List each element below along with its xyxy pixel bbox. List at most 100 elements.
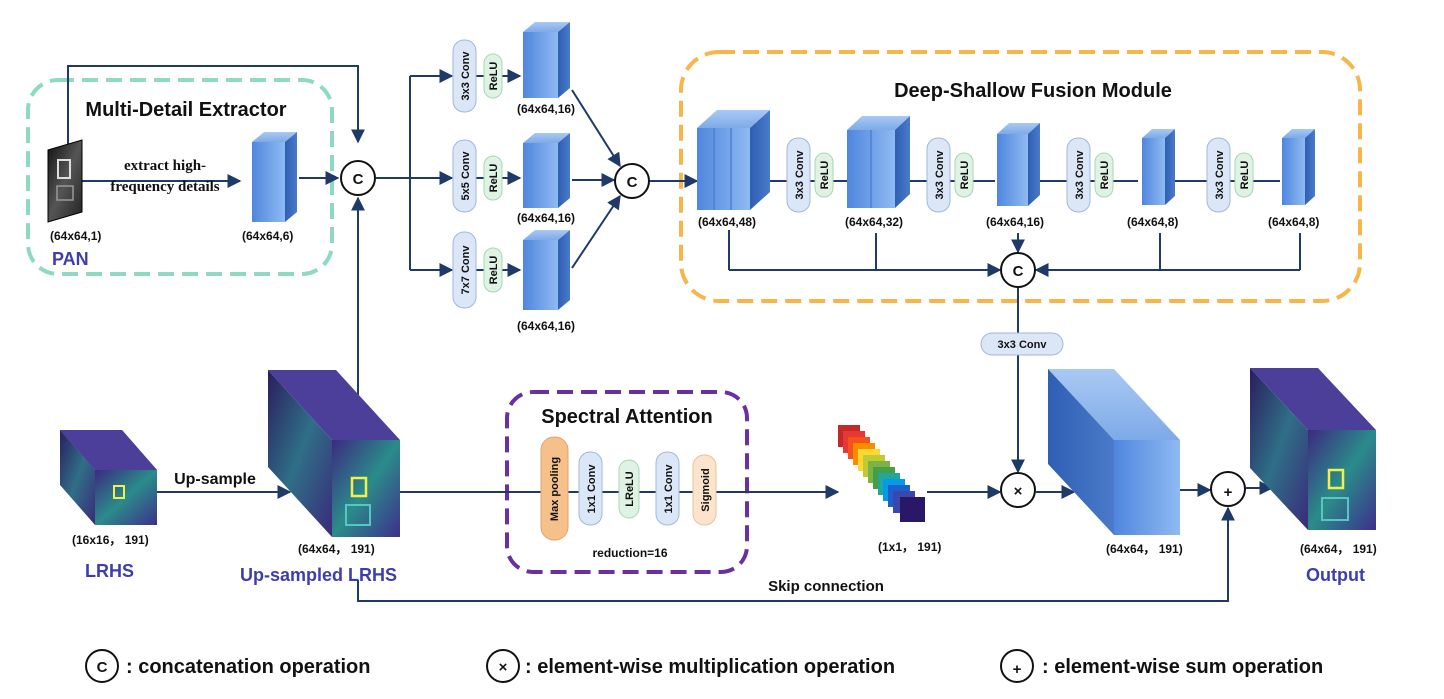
svg-text:C: C: [627, 174, 638, 191]
dsf-block-1: [697, 110, 770, 210]
svg-text:ReLU: ReLU: [1099, 161, 1111, 190]
branch2-relu-pill: [483, 155, 503, 201]
branch3-to-concat-wire: [571, 194, 621, 269]
svg-text:3x3 Conv: 3x3 Conv: [1074, 150, 1086, 200]
lrhs-dims: (16x16， 191): [72, 533, 149, 547]
svg-text:ReLU: ReLU: [488, 62, 500, 91]
pan-image: [47, 139, 83, 223]
sa-maxpool-pill: Max pooling: [540, 436, 569, 541]
branch1-relu-pill: [483, 53, 503, 99]
extract-text-line2: frequency details: [110, 179, 219, 195]
upsampled-label: Up-sampled LRHS: [240, 565, 397, 585]
branch2-dims: (64x64,16): [517, 211, 575, 225]
sa-reduction: reduction=16: [592, 546, 667, 560]
svg-text:3x3 Conv: 3x3 Conv: [934, 150, 946, 200]
pan-dims: (64x64,1): [50, 229, 101, 243]
upsampled-lrhs-cube: [268, 370, 400, 537]
dsf-pills-2: 3x3 Conv ReLU: [926, 137, 974, 213]
dsf-block5-dims: (64x64,8): [1268, 215, 1319, 229]
branch1-dims: (64x64,16): [517, 102, 575, 116]
spectral-attention-title: Spectral Attention: [541, 406, 713, 428]
svg-text:3x3 Conv: 3x3 Conv: [460, 51, 472, 101]
dsf-block1-dims: (64x64,48): [698, 215, 756, 229]
multi-detail-extractor-frame: [26, 78, 334, 276]
weights-dims: (1x1， 191): [878, 540, 941, 554]
mult-op: ×: [1000, 472, 1036, 508]
upsampled-dims: (64x64， 191): [298, 542, 375, 556]
branch3-dims: (64x64,16): [517, 319, 575, 333]
svg-text:Max pooling: Max pooling: [549, 457, 561, 521]
legend-mult: × : element-wise multiplication operatio…: [486, 649, 895, 683]
dsf-block-3: [997, 123, 1040, 206]
deep-shallow-fusion-title: Deep-Shallow Fusion Module: [894, 80, 1172, 102]
extract-text-line1: extract high-: [124, 158, 206, 174]
dsf-block-2: [847, 116, 910, 208]
dsf-block2-dims: (64x64,32): [845, 215, 903, 229]
svg-text:1x1 Conv: 1x1 Conv: [586, 464, 598, 514]
concat-op-3: C: [1000, 252, 1036, 288]
sa-sigmoid-pill: Sigmoid: [692, 454, 717, 526]
skip-connection-wire: [357, 506, 1235, 602]
upsample-text: Up-sample: [174, 471, 256, 488]
svg-text:LReLU: LReLU: [624, 471, 636, 507]
sum-op: +: [1210, 471, 1246, 507]
branch1-conv-pill: [452, 39, 477, 113]
svg-text:5x5 Conv: 5x5 Conv: [460, 151, 472, 201]
legend-sum: + : element-wise sum operation: [1000, 649, 1323, 683]
sa-lrelu-pill: LReLU: [618, 459, 640, 519]
lrhs-label: LRHS: [85, 561, 134, 581]
svg-text:1x1 Conv: 1x1 Conv: [663, 464, 675, 514]
pan-bypass-wire: [67, 65, 365, 150]
legend-sum-text: : element-wise sum operation: [1042, 656, 1323, 678]
svg-text:×: ×: [499, 659, 508, 676]
branch-1: 3x3 Conv ReLU: [452, 22, 570, 113]
svg-text:+: +: [1013, 661, 1022, 678]
product-block: [1048, 369, 1180, 535]
product-dims: (64x64， 191): [1106, 542, 1183, 556]
svg-text:7x7 Conv: 7x7 Conv: [460, 245, 472, 295]
legend-concat: C : concatenation operation: [85, 649, 370, 683]
dsf-pills-1: 3x3 Conv ReLU: [786, 137, 834, 213]
post-conv-pill: 3x3 Conv: [980, 332, 1064, 356]
multi-detail-extractor-title: Multi-Detail Extractor: [85, 99, 286, 121]
svg-text:C: C: [353, 171, 364, 188]
svg-text:3x3 Conv: 3x3 Conv: [998, 339, 1048, 351]
svg-text:ReLU: ReLU: [488, 164, 500, 193]
branch2-conv-pill: [452, 139, 477, 213]
sa-conv2-pill: 1x1 Conv: [655, 451, 680, 526]
dsf-pills-4: 3x3 Conv ReLU: [1206, 137, 1254, 213]
concat-op-2: C: [614, 163, 650, 199]
svg-text:3x3 Conv: 3x3 Conv: [794, 150, 806, 200]
svg-text:C: C: [1013, 263, 1024, 280]
mde-feature-dims: (64x64,6): [242, 229, 293, 243]
concat-op-1: C: [340, 160, 376, 196]
legend-concat-text: : concatenation operation: [126, 656, 370, 678]
dsf-block3-dims: (64x64,16): [986, 215, 1044, 229]
svg-text:+: +: [1224, 484, 1233, 501]
svg-text:ReLU: ReLU: [1239, 161, 1251, 190]
output-label: Output: [1306, 565, 1365, 585]
svg-text:3x3 Conv: 3x3 Conv: [1214, 150, 1226, 200]
dsf-block-5: [1282, 129, 1315, 205]
svg-text:Sigmoid: Sigmoid: [700, 468, 712, 511]
skip-connection-text: Skip connection: [768, 578, 884, 595]
dsf-block-4: [1142, 129, 1175, 205]
sa-conv1-pill: 1x1 Conv: [578, 451, 603, 526]
branch1-to-concat-wire: [571, 89, 621, 168]
pan-label: PAN: [52, 249, 89, 269]
deep-shallow-fusion-frame: [679, 50, 1362, 303]
legend-mult-text: : element-wise multiplication operation: [525, 656, 895, 678]
dsf-block4-dims: (64x64,8): [1127, 215, 1178, 229]
branch-2: 5x5 Conv ReLU: [452, 133, 570, 213]
output-dims: (64x64， 191): [1300, 542, 1377, 556]
dsf-pills-3: 3x3 Conv ReLU: [1066, 137, 1114, 213]
branch3-relu-pill: [483, 247, 503, 293]
svg-text:ReLU: ReLU: [488, 256, 500, 285]
output-cube: [1250, 368, 1376, 530]
mde-feature-block: [252, 132, 297, 222]
branch3-conv-pill: [452, 231, 477, 309]
svg-text:ReLU: ReLU: [959, 161, 971, 190]
lrhs-cube: [60, 430, 157, 525]
svg-text:ReLU: ReLU: [819, 161, 831, 190]
